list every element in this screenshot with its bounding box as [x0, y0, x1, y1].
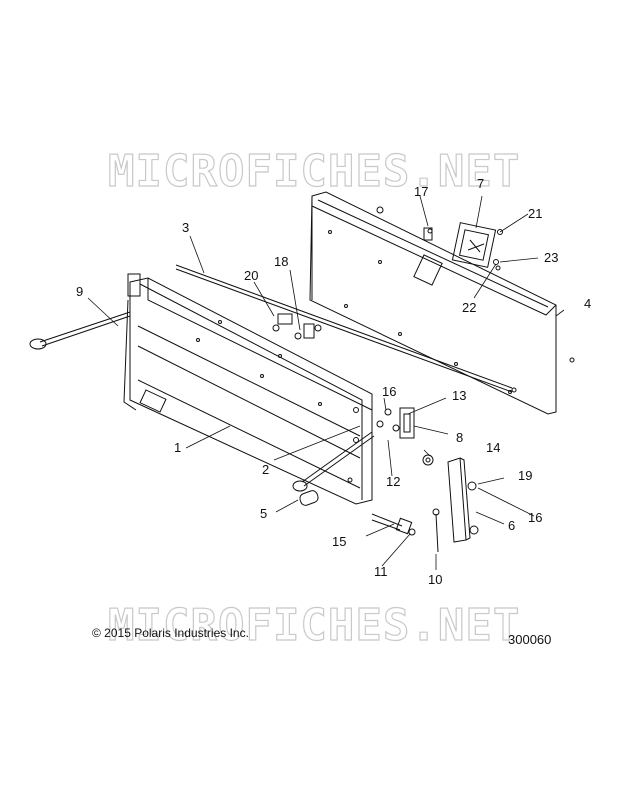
watermark-top: MICROFICHES.NET	[108, 146, 520, 197]
callout-labels: 1 2 3 4 5 6 7 8 9 10 11 12 13 14 15 16 1…	[76, 176, 591, 587]
callout-14: 14	[486, 440, 500, 455]
callout-6: 6	[508, 518, 515, 533]
rod	[175, 264, 513, 389]
callout-1: 1	[174, 440, 181, 455]
parts-linework	[29, 191, 575, 553]
washer-14	[422, 454, 434, 466]
callout-13: 13	[452, 388, 466, 403]
washer-19	[467, 481, 477, 491]
callout-21: 21	[528, 206, 542, 221]
latch-right	[399, 407, 415, 439]
callout-18: 18	[274, 254, 288, 269]
callout-9: 9	[76, 284, 83, 299]
bolt-10	[435, 513, 439, 553]
bracket-18	[303, 323, 315, 339]
callout-7: 7	[477, 176, 484, 191]
bracket-20	[277, 313, 293, 325]
watermark-bottom: MICROFICHES.NET	[108, 600, 520, 651]
bushing	[299, 490, 319, 506]
callout-12: 12	[386, 474, 400, 489]
figure-number: 300060	[508, 632, 552, 647]
callout-8: 8	[456, 430, 463, 445]
pivot-bolt	[371, 513, 403, 531]
callout-20: 20	[244, 268, 258, 283]
callout-5: 5	[260, 506, 267, 521]
callout-4: 4	[584, 296, 591, 311]
callout-11: 11	[374, 564, 388, 579]
tailgate-frame	[123, 273, 373, 505]
callout-2: 2	[262, 462, 269, 477]
copyright-text: © 2015 Polaris Industries Inc.	[92, 626, 249, 640]
tailgate-panel	[309, 191, 557, 415]
callout-22: 22	[462, 300, 476, 315]
callout-10: 10	[428, 572, 442, 587]
callout-3: 3	[182, 220, 189, 235]
callout-23: 23	[544, 250, 558, 265]
leader-lines	[87, 195, 565, 570]
callout-17: 17	[414, 184, 428, 199]
callout-16-upper: 16	[382, 384, 396, 399]
cable-right	[292, 431, 375, 492]
callout-15: 15	[332, 534, 346, 549]
cable-left	[29, 311, 131, 350]
callout-16-lower: 16	[528, 510, 542, 525]
callout-19: 19	[518, 468, 532, 483]
fastener-17	[423, 227, 433, 241]
support-strap	[447, 457, 471, 543]
